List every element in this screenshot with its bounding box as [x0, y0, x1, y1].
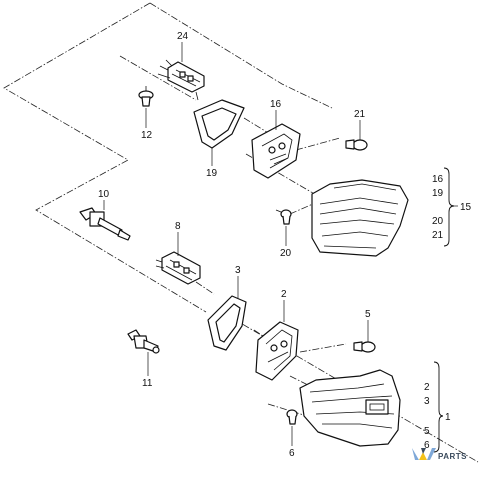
label-3: 3: [235, 265, 241, 276]
vw-parts-logo: PARTS: [412, 448, 467, 461]
part-number-labels: 24 16 21 12 19 10 8 20 3 2 5 11 6: [98, 31, 371, 459]
part-11-sensor: [127, 329, 160, 354]
part-19-gasket: [193, 99, 245, 149]
label-12: 12: [141, 130, 153, 141]
group-15-bracket: 16 19 20 21 15: [432, 167, 472, 247]
inner-tail-light: [311, 179, 409, 257]
label-21: 21: [354, 109, 366, 120]
part-3-gasket: [207, 295, 247, 351]
label-11: 11: [142, 378, 153, 389]
group-1-total: 1: [445, 412, 451, 423]
label-8: 8: [175, 221, 181, 232]
part-24-connector: [157, 59, 205, 101]
label-2: 2: [281, 289, 287, 300]
leader-lines: [103, 42, 369, 446]
group-15-total: 15: [460, 202, 472, 213]
group-15-item-1: 16: [432, 174, 444, 185]
group-15-item-2: 19: [432, 188, 444, 199]
label-5: 5: [365, 309, 371, 320]
part-2-bulb-holder: [255, 321, 299, 381]
label-20: 20: [280, 248, 292, 259]
group-15-item-4: 21: [432, 230, 444, 241]
part-21-bulb: [345, 139, 368, 151]
boundary-lines: [3, 2, 479, 463]
label-24: 24: [177, 31, 189, 42]
part-6-bolt: [286, 409, 298, 425]
group-1-item-2: 3: [424, 396, 430, 407]
part-8-connector: [155, 251, 201, 285]
label-16: 16: [270, 99, 282, 110]
group-15-item-3: 20: [432, 216, 444, 227]
part-5-bulb: [353, 341, 376, 353]
part-16-bulb-holder: [251, 123, 301, 179]
part-20-bolt: [275, 209, 292, 225]
group-1-item-1: 2: [424, 382, 430, 393]
part-12-clip: [138, 86, 154, 107]
label-6: 6: [289, 448, 295, 459]
part-10-screw: [79, 207, 131, 241]
group-1-item-4: 6: [424, 440, 430, 451]
label-19: 19: [206, 168, 218, 179]
outer-tail-light: [299, 369, 401, 447]
logo-text: PARTS: [438, 452, 467, 461]
label-10: 10: [98, 189, 110, 200]
group-1-bracket: 2 3 5 6 1: [424, 361, 451, 453]
group-1-item-3: 5: [424, 426, 430, 437]
